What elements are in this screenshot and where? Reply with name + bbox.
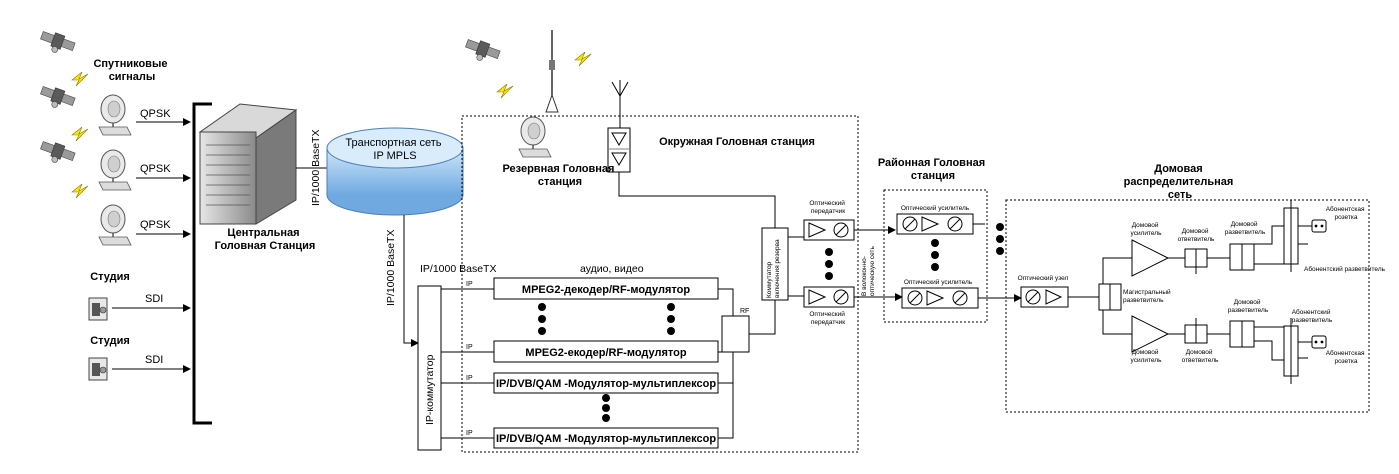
- optical-amplifier: [901, 287, 979, 309]
- signal-bolt-icon: [496, 83, 514, 99]
- optical-transmitter-label: Оптический передатчик: [809, 310, 846, 326]
- house-amplifier: [1131, 239, 1170, 277]
- rf-combiner: [721, 315, 750, 353]
- continuation-dots: [538, 303, 675, 422]
- subscriber-splitter-taps: [1290, 318, 1312, 384]
- link-speed-label: IP/1000 BaseTX: [385, 230, 397, 306]
- central-headend-label: Центральная Головная Станция: [215, 227, 316, 252]
- optical-amplifier: [896, 213, 974, 235]
- splitter-sub-link: [1254, 340, 1284, 361]
- link-speed-label: IP/1000 BaseTX: [310, 130, 322, 206]
- ip-tag: IP: [466, 281, 473, 288]
- ip-link-label: IP/1000 BaseTX: [420, 263, 496, 275]
- module-label: IP/DVB/QAM -Модулятор-мультиплексор: [496, 433, 716, 445]
- qpsk-label: QPSK: [140, 219, 171, 231]
- audio-video-label: аудио, видео: [580, 263, 644, 275]
- transport-network-label: Транспортная сеть IP MPLS: [345, 137, 444, 162]
- house-splitter-label: Домовой разветвитель: [1228, 298, 1269, 314]
- signal-bolt-icon: [71, 71, 89, 87]
- studio-label: Студия: [90, 335, 130, 347]
- qpsk-label: QPSK: [140, 163, 171, 175]
- subscriber-splitter-label: Абонентский разветвитель: [1304, 265, 1386, 273]
- house-network-boundary: [1005, 199, 1370, 413]
- module-label: IP/DVB/QAM -Модулятор-мультиплексор: [496, 378, 716, 390]
- ip-tag: IP: [466, 344, 473, 351]
- optical-transmitter: [803, 219, 855, 241]
- optical-node-label: Оптический узел: [1018, 274, 1069, 282]
- reserve-switch: [761, 227, 789, 301]
- satellite-dish-icon: [518, 116, 552, 158]
- rf-label: RF: [740, 308, 749, 315]
- module-label: MPEG2-декодер/RF-модулятор: [522, 284, 690, 296]
- signal-bolt-icon: [71, 126, 89, 142]
- satellite-dish-icon: [98, 94, 132, 136]
- house-tap-label: Домовой ответвитель: [1182, 348, 1219, 364]
- input-bus: [192, 102, 212, 425]
- satellite-icon: [37, 83, 77, 114]
- mpls-switch-link: [403, 215, 419, 347]
- satellite-dish-icon: [98, 204, 132, 246]
- to-fiber-network-label: В волоконно- оптическую сеть: [861, 246, 876, 296]
- terrestrial-mast-icon: [545, 30, 559, 113]
- optical-transmitter: [803, 286, 855, 308]
- house-splitter-label: Домовой разветвитель: [1225, 220, 1266, 236]
- regional-headend-boundary: [883, 189, 988, 323]
- video-camera-icon: [88, 357, 108, 381]
- ip-tag: IP: [466, 375, 473, 382]
- central-headend-server: [198, 103, 298, 225]
- ip-switch: [417, 285, 442, 451]
- satellite-icon: [37, 28, 77, 59]
- optical-amplifier-label: Оптический усилитель: [904, 278, 973, 286]
- trunk-splitter-label: Магистральный разветвитель: [1123, 288, 1172, 304]
- satellite-icon: [462, 36, 502, 67]
- signal-bolt-icon: [71, 183, 89, 199]
- module-label: MPEG2-екодер/RF-модулятор: [525, 347, 686, 359]
- combiner-switch-link: [749, 300, 776, 335]
- splitter-sub-link: [1254, 225, 1284, 245]
- ip-tag: IP: [466, 430, 473, 437]
- subscriber-socket-icon: [1311, 335, 1327, 349]
- house-tap-label: Домовой ответвитель: [1178, 227, 1215, 243]
- optical-node: [1020, 286, 1069, 308]
- subscriber-socket-icon: [1311, 219, 1327, 233]
- receive-antenna-icon: [611, 80, 629, 128]
- house-amplifier-label: Домовой усилитель: [1131, 221, 1163, 237]
- optical-amplifier-label: Оптический усилитель: [901, 204, 970, 212]
- antenna-receiver-block: [607, 127, 631, 173]
- trunk-branch-link: [1102, 257, 1132, 284]
- ip-switch-label: IP-коммутатор: [424, 354, 436, 425]
- satellite-icon: [37, 138, 77, 169]
- subscriber-splitter-taps: [1290, 200, 1312, 272]
- district-headend-boundary: [461, 115, 859, 453]
- reserve-switch-label: Коммутатор включения резерва: [766, 239, 781, 298]
- video-camera-icon: [88, 297, 108, 321]
- reserve-link: [618, 172, 776, 228]
- trunk-branch-link: [1102, 310, 1132, 335]
- continuation-dots: [931, 239, 939, 271]
- subscriber-splitter-label: Абонентский разветвитель: [1292, 308, 1333, 324]
- house-network-title: Домовая распределительная сеть: [1124, 163, 1237, 201]
- sdi-label: SDI: [145, 354, 163, 366]
- regional-headend-title: Районная Головная станция: [878, 157, 988, 182]
- continuation-dots: [996, 223, 1004, 255]
- district-headend-title: Окружная Головная станция: [659, 136, 815, 148]
- continuation-dots: [825, 248, 833, 280]
- qpsk-label: QPSK: [140, 108, 171, 120]
- subscriber-socket-label: Абонентская розетка: [1326, 349, 1367, 365]
- satellite-signals-label: Спутниковые сигналы: [93, 58, 170, 83]
- subscriber-socket-label: Абонентская розетка: [1326, 205, 1367, 221]
- optical-transmitter-label: Оптический передатчик: [809, 199, 846, 215]
- satellite-dish-icon: [98, 149, 132, 191]
- studio-label: Студия: [90, 271, 130, 283]
- transport-network-cylinder: [326, 127, 464, 216]
- reserve-headend-label: Резервная Головная станция: [502, 163, 617, 188]
- signal-bolt-icon: [574, 51, 592, 67]
- sdi-label: SDI: [145, 293, 163, 305]
- house-amplifier: [1131, 315, 1170, 353]
- house-amplifier-label: Домовой усилитель: [1131, 348, 1163, 364]
